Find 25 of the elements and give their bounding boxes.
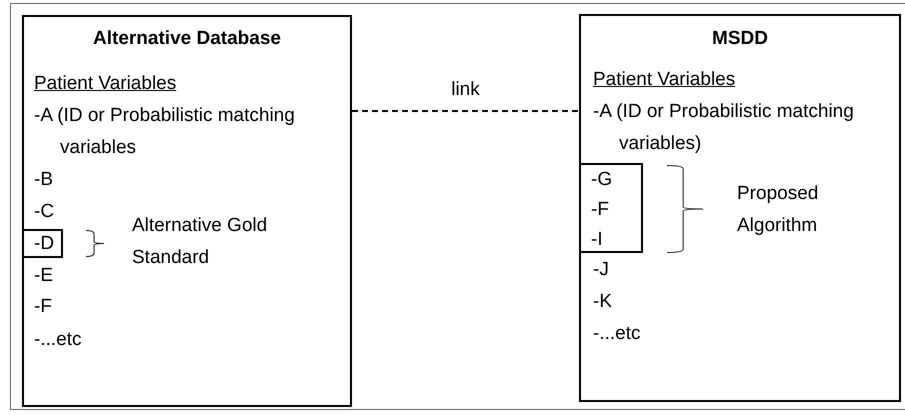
variable-text: -F — [34, 295, 52, 319]
highlight-box — [22, 229, 63, 258]
section-heading: Patient Variables — [593, 68, 736, 92]
database-box — [22, 15, 352, 407]
annotation-text: Proposed Algorithm — [737, 182, 820, 238]
variable-text: -C — [34, 200, 54, 224]
box-title: Alternative Database — [92, 27, 282, 51]
box-title: MSDD — [711, 27, 769, 51]
variable-text: -K — [593, 290, 612, 314]
dashed-connector — [352, 110, 579, 112]
variable-text: -J — [593, 258, 609, 282]
database-box — [579, 14, 901, 402]
section-heading: Patient Variables — [34, 72, 176, 96]
variable-text: -E — [34, 264, 53, 288]
variable-text: -I — [591, 228, 604, 252]
variable-text: -B — [34, 168, 53, 192]
variable-text: -G — [591, 168, 612, 192]
highlight-box — [579, 163, 643, 253]
variable-text: -F — [591, 198, 610, 222]
variable-text: -A (ID or Probabilistic matching variables — [34, 104, 296, 160]
variable-text: -...etc — [34, 328, 82, 352]
variable-text: -D — [34, 232, 54, 256]
annotation-text: Alternative Gold Standard — [132, 214, 268, 270]
variable-text: -A (ID or Probabilistic matching variables) — [593, 100, 855, 156]
variable-text: -...etc — [593, 322, 641, 346]
